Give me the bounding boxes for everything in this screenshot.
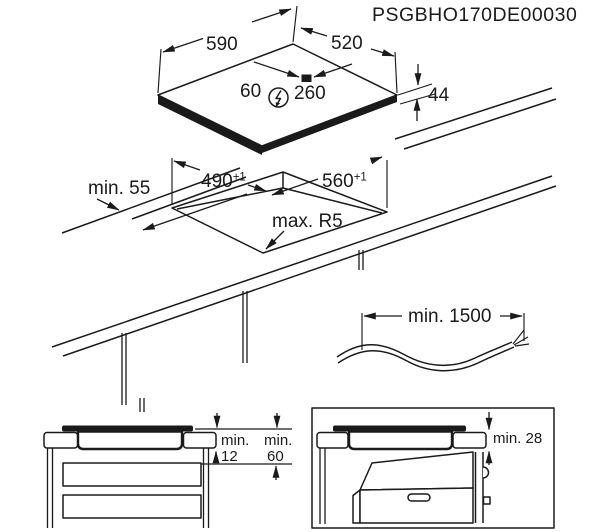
dim-hob-width: 590 <box>162 8 292 55</box>
worktop-section-left <box>316 431 349 449</box>
oven-installation-section: min. 28 <box>311 407 555 529</box>
extension-line <box>292 5 298 43</box>
connection-offset-left: 60 <box>240 81 261 102</box>
extension-line <box>394 51 398 94</box>
dim-drawer-clearances: min. 12 min. 60 <box>195 413 292 480</box>
cable-length-label: min. 1500 <box>408 306 491 327</box>
drawer-upper <box>62 462 202 487</box>
electric-power-icon <box>268 87 289 108</box>
hob-dimensions-view: 590 520 60 260 44 <box>157 5 450 155</box>
worktop-section-left <box>43 431 79 449</box>
hob-depth-label: 520 <box>331 33 363 54</box>
oven-drawing <box>352 451 491 524</box>
hob-glass-section <box>333 425 466 432</box>
cutout-width-label: 560+1 <box>322 171 367 192</box>
hob-body-section <box>76 430 184 451</box>
oven-clearance-label: min. 28 <box>493 430 542 447</box>
oven-side <box>352 489 361 524</box>
worktop-cutout-view: 490+1 560+1 min. 55 max. R5 <box>51 87 557 412</box>
drawer-lower <box>62 494 202 519</box>
extension-line <box>157 48 162 94</box>
document-code: PSGBHO170DE00030 <box>372 4 577 26</box>
corner-radius-label: max. R5 <box>272 211 343 232</box>
drawer-installation-section: min. 12 min. 60 <box>43 413 292 528</box>
dim-oven-clearance: min. 28 <box>485 412 542 465</box>
worktop-edge <box>403 98 557 150</box>
mains-cable-view: min. 1500 <box>336 306 530 372</box>
dim-edge-clearance: min. 55 <box>88 178 248 231</box>
hob-height-label: 44 <box>428 85 450 106</box>
worktop-section-right <box>452 431 487 449</box>
hob-body-section <box>347 430 454 451</box>
cable-drawing <box>336 329 530 372</box>
min-label-2: min. <box>264 432 292 449</box>
worktop-edge <box>131 176 247 220</box>
worktop-edge <box>394 87 553 140</box>
cabinet-legs <box>121 250 364 412</box>
cutout-depth-label: 490+1 <box>201 171 246 192</box>
worktop-front-edge <box>62 185 557 357</box>
dim-cutout-width: 560+1 <box>271 156 388 208</box>
edge-clearance-label: min. 55 <box>88 178 150 199</box>
hob-width-label: 590 <box>206 34 238 55</box>
min-label-1: min. <box>221 432 249 449</box>
oven-front <box>359 487 474 524</box>
oven-side-knob <box>482 496 491 505</box>
hob-body-edge-right <box>262 95 397 153</box>
connection-box <box>301 74 312 82</box>
connection-offset-right: 260 <box>294 83 326 104</box>
dim-hob-height: 44 <box>397 64 450 121</box>
hob-glass-section <box>62 425 193 432</box>
dim-corner-radius: max. R5 <box>265 211 343 250</box>
cabinet-side-panel <box>319 448 326 524</box>
oven-knob <box>482 466 490 479</box>
oven-handle <box>407 493 431 502</box>
dim-hob-depth: 520 <box>300 27 395 57</box>
worktop-edge <box>61 167 241 234</box>
cabinet-side-panels <box>46 448 210 528</box>
dim-connection-position: 60 260 <box>240 61 353 108</box>
hob-body-edge-left <box>158 95 262 155</box>
cutout-hole <box>171 171 388 254</box>
min-value-1: 12 <box>221 448 238 465</box>
min-value-2: 60 <box>267 448 284 465</box>
worktop-section-right <box>182 431 217 449</box>
worktop-front-edge <box>51 175 553 348</box>
dim-cutout-depth: 490+1 <box>171 158 267 205</box>
